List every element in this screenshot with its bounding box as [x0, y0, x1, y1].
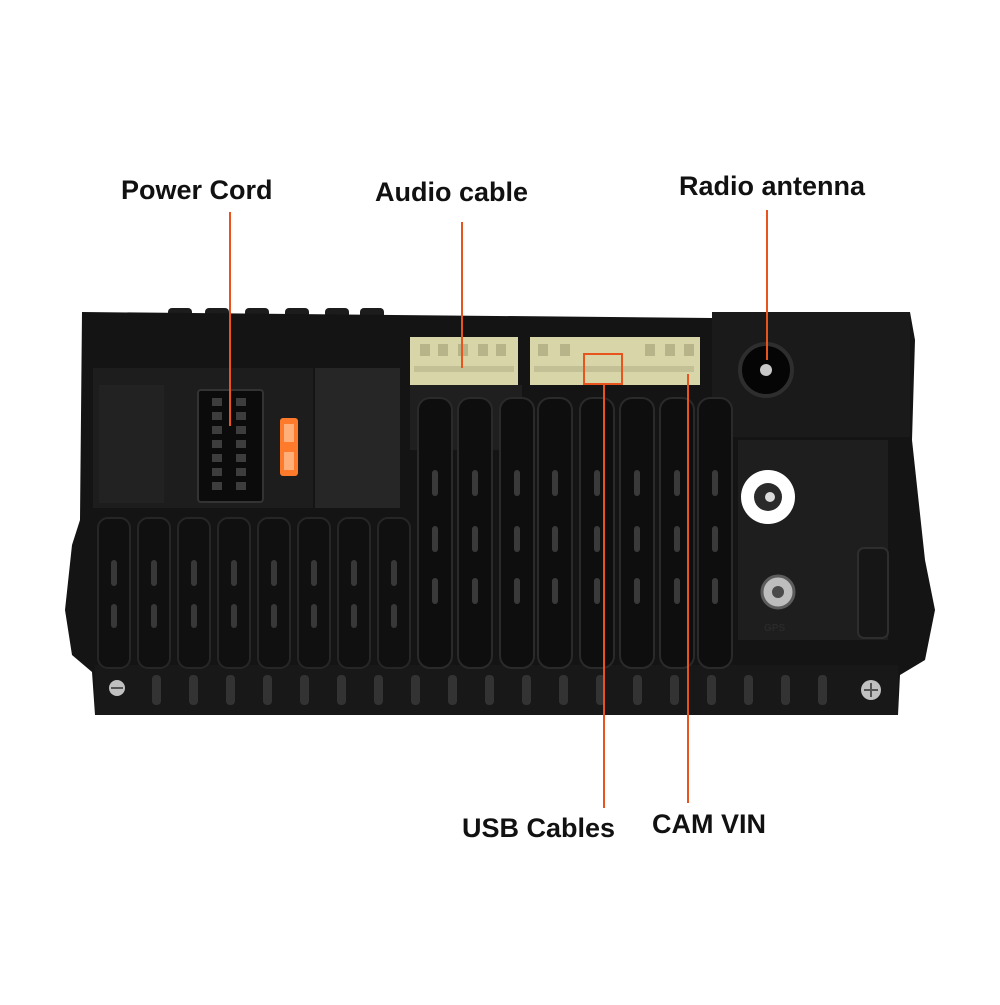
- fin-slot: [712, 470, 718, 496]
- fin-slot: [552, 526, 558, 552]
- power-connector-pins: [212, 398, 246, 490]
- fin-slot: [674, 470, 680, 496]
- fin-slot: [151, 604, 157, 628]
- connector-pin: [236, 454, 246, 462]
- fin-slot: [634, 470, 640, 496]
- fin-slot: [472, 470, 478, 496]
- fin-slot: [594, 526, 600, 552]
- fin-slot: [391, 604, 397, 628]
- fin-slot: [311, 560, 317, 586]
- fin-slot: [231, 604, 237, 628]
- gps-port-label: GPS: [764, 623, 786, 634]
- vent-slot: [670, 675, 679, 705]
- fin-slot: [552, 578, 558, 604]
- cooling-fin: [377, 517, 411, 669]
- bottom-lip: [95, 665, 898, 715]
- right-screw: [861, 680, 881, 700]
- left-side-panel: [99, 385, 164, 503]
- fin-slot: [634, 526, 640, 552]
- cooling-fins: [97, 397, 733, 669]
- vent-slot: [744, 675, 753, 705]
- fin-slot: [472, 578, 478, 604]
- vent-slot: [263, 675, 272, 705]
- connector-pin: [212, 482, 222, 490]
- connector-pin: [236, 468, 246, 476]
- cooling-fin: [217, 517, 251, 669]
- connector-pin: [212, 440, 222, 448]
- vent-slot: [818, 675, 827, 705]
- fin-slot: [432, 578, 438, 604]
- connector-pin: [212, 412, 222, 420]
- vent-slot: [337, 675, 346, 705]
- vent-slot: [781, 675, 790, 705]
- fin-slot: [674, 526, 680, 552]
- vent-slot: [300, 675, 309, 705]
- cooling-fin: [97, 517, 131, 669]
- connector-pin: [236, 412, 246, 420]
- vent-slot: [152, 675, 161, 705]
- cooling-fin: [297, 517, 331, 669]
- fin-slot: [674, 578, 680, 604]
- left-empty-block: [315, 368, 400, 508]
- fin-slot: [111, 604, 117, 628]
- connector-pin: [236, 482, 246, 490]
- leader-lines: [229, 210, 768, 808]
- fin-slot: [351, 560, 357, 586]
- fin-slot: [712, 526, 718, 552]
- radio-antenna-label: Radio antenna: [679, 171, 866, 201]
- fin-slot: [271, 604, 277, 628]
- cooling-fin: [337, 517, 371, 669]
- bottom-vents: [152, 675, 827, 705]
- fin-slot: [151, 560, 157, 586]
- fin-slot: [472, 526, 478, 552]
- connector-pin: [212, 398, 222, 406]
- fin-slot: [594, 578, 600, 604]
- fin-slot: [231, 560, 237, 586]
- connector-pin: [212, 426, 222, 434]
- cooling-fin: [257, 517, 291, 669]
- vent-slot: [707, 675, 716, 705]
- fin-slot: [351, 604, 357, 628]
- left-screw: [109, 680, 125, 696]
- vent-slot: [189, 675, 198, 705]
- cooling-fin: [137, 517, 171, 669]
- fin-slot: [191, 604, 197, 628]
- connector-pin: [236, 440, 246, 448]
- fin-slot: [514, 578, 520, 604]
- vent-slot: [596, 675, 605, 705]
- fin-slot: [514, 526, 520, 552]
- connector-pin: [212, 454, 222, 462]
- vent-slot: [559, 675, 568, 705]
- connector-pin: [236, 398, 246, 406]
- vent-slot: [411, 675, 420, 705]
- fin-slot: [111, 560, 117, 586]
- fin-slot: [432, 526, 438, 552]
- fin-slot: [391, 560, 397, 586]
- fin-slot: [634, 578, 640, 604]
- vent-slot: [633, 675, 642, 705]
- fin-slot: [552, 470, 558, 496]
- connector-pin: [236, 426, 246, 434]
- power-cord-label: Power Cord: [121, 175, 273, 205]
- vent-slot: [448, 675, 457, 705]
- cooling-fin: [177, 517, 211, 669]
- fin-slot: [712, 578, 718, 604]
- vent-slot: [226, 675, 235, 705]
- audio-cable-label: Audio cable: [375, 177, 529, 207]
- fin-slot: [191, 560, 197, 586]
- fin-slot: [271, 560, 277, 586]
- usb-cables-label: USB Cables: [462, 813, 616, 843]
- fin-slot: [432, 470, 438, 496]
- fin-slot: [514, 470, 520, 496]
- vent-slot: [485, 675, 494, 705]
- vent-slot: [374, 675, 383, 705]
- connector-pin: [212, 468, 222, 476]
- vent-slot: [522, 675, 531, 705]
- cam-vin-label: CAM VIN: [652, 809, 766, 839]
- fin-slot: [594, 470, 600, 496]
- fin-slot: [311, 604, 317, 628]
